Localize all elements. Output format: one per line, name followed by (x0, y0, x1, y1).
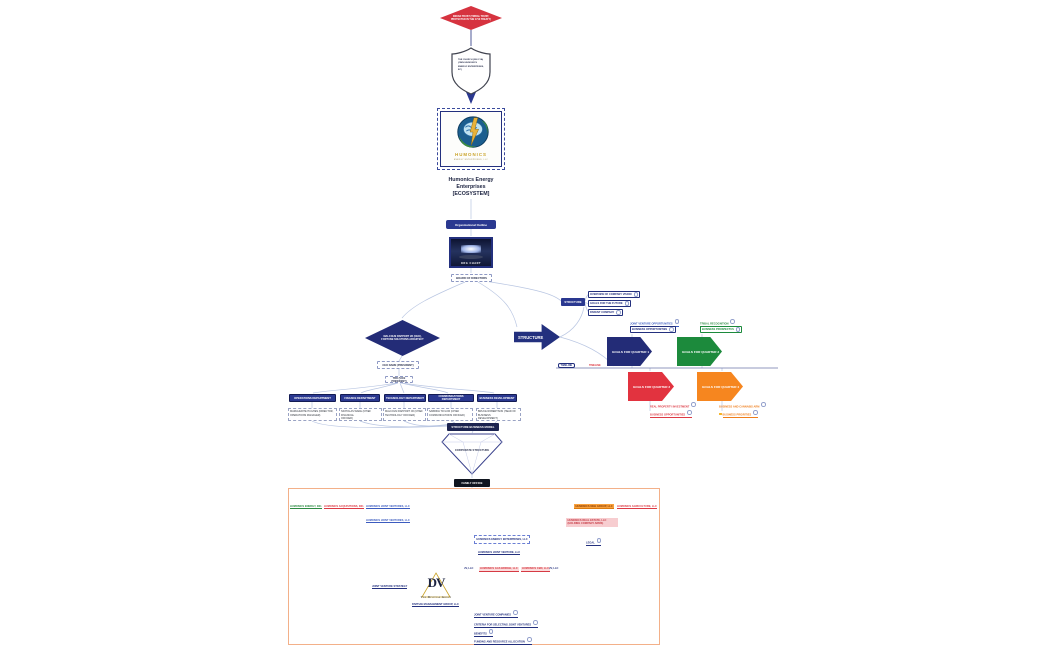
person-technology[interactable]: MALCOLM RAPPORT JR (CHIEF TECHNOLOGY OFF… (383, 408, 426, 421)
person-business-development[interactable]: BRUCE ROBERTSON (HEAD OF BUSINESS DEVELO… (476, 408, 521, 421)
q4-item-cannabis-arm[interactable]: BUSINESS AND CANNABIS ARM (719, 402, 766, 409)
shield-icon (451, 47, 491, 95)
jv-list-criteria[interactable]: CRITERIA FOR SELECTING JOINT VENTURES (474, 620, 538, 628)
corporate-structure-label[interactable]: CORPORATE STRUCTURE (454, 449, 490, 452)
timeline-label-secondary: TIMELINE (589, 363, 601, 367)
q4-item-business-priorities-row[interactable]: BUSINESS PRIORITIES (719, 410, 758, 418)
entity-humonics-mge-group[interactable]: HUMONICS MGE GROUP, LLC (574, 504, 615, 510)
church-shield-node[interactable]: THE CHURCH (508 C1A) (OMNI HUMONICS ENER… (450, 46, 492, 96)
organizational-outline-button[interactable]: Organizational Outline (446, 220, 496, 229)
structure-sub-node[interactable]: STRUCTURE (561, 298, 585, 306)
divitiae-monogram: DV (427, 575, 446, 590)
divitiae-name: The Divitiae Group (420, 595, 452, 599)
joint-venture-strategy-node[interactable]: JOINT VENTURE STRATEGY (372, 585, 408, 590)
dept-business-development[interactable]: BUSINESS DEVELOPMENT (477, 394, 517, 402)
president-node[interactable]: CEO NAME (PRESIDENT) (377, 361, 419, 369)
divitiae-logo[interactable]: DV (420, 572, 452, 598)
divitiae-triangle-icon (421, 572, 451, 598)
q2-item-business-prospectus[interactable]: BUSINESS PROSPECTUS (700, 326, 743, 333)
structure-item-vision[interactable]: OVERVIEW OF COMPANY VISION (588, 291, 641, 298)
jv-list-funding[interactable]: FUNDING AND RESOURCE ALLOCATION (474, 637, 532, 645)
humonics-logo-frame[interactable]: HUMONICS ENERGY ENTERPRISES, LLC (437, 108, 505, 170)
boardroom-window (461, 245, 481, 253)
jv-list-benefits[interactable]: BENEFITS (474, 629, 494, 637)
vice-president-node[interactable]: TBD (VICE PRESIDENT) (385, 376, 413, 383)
entity-humonics-energy-inc[interactable]: HUMONICS ENERGY, INC. (290, 505, 323, 510)
timeline-label-primary: TIMELINE (558, 363, 575, 369)
entity-humonics-agriculture[interactable]: HUMONICS AGRICULTURE, LLC (617, 505, 657, 510)
gem-icon (441, 433, 503, 475)
structure-item-parent[interactable]: PARENT COMPANY (588, 309, 623, 316)
shield-label: THE CHURCH (508 C1A) (OMNI HUMONICS ENER… (458, 59, 484, 71)
org-chart-caption: ORG CHART (460, 262, 482, 265)
org-chart-image-node[interactable]: ORG CHART (449, 237, 493, 268)
q3-item-real-property[interactable]: REAL PROPERTY INVESTMENT (650, 402, 696, 409)
q3-item-business-opportunities[interactable]: BUSINESS OPPORTUNITIES (650, 410, 692, 418)
entity-jv-llc-a[interactable]: JV, LLC (464, 567, 474, 570)
structure-business-model-node[interactable]: STRUCTURE BUSINESS MODEL (447, 423, 499, 431)
entity-legal[interactable]: LEGAL (586, 538, 602, 546)
family-office-node[interactable]: FAMILY OFFICE (454, 479, 490, 487)
bullet-icon (719, 412, 722, 416)
entity-divitiae-management-group[interactable]: DIVITIAE MANAGEMENT GROUP, LLC (412, 603, 459, 608)
boardroom-table (459, 255, 483, 259)
entity-humonics-real-estate[interactable]: HUMONICS REAL ESTATE, LLC (HOLDING COMPA… (566, 518, 618, 527)
entity-humonics-cbd[interactable]: HUMONICS CBD, LLC (521, 566, 550, 572)
entity-jv-llc-b[interactable]: JV, LLC (549, 567, 559, 570)
person-finance[interactable]: NICHOLAS WADE (CHIEF FINANCIAL OFFICER) (339, 408, 382, 421)
person-operations[interactable]: MARGUERITE HUGHES (DIRECTOR, OPERATIONS … (288, 408, 337, 421)
person-communications[interactable]: SABRINA TAYLOR (CHIEF COMMUNICATIONS OFF… (427, 408, 473, 421)
entity-humonics-joint-ventures-a[interactable]: HUMONICS JOINT VENTURES, LLC (366, 505, 410, 510)
entity-humonics-joint-ventures-b[interactable]: HUMONICS JOINT VENTURES, LLC (366, 519, 410, 524)
dept-technology[interactable]: TECHNOLOGY DEPARTMENT (384, 394, 426, 402)
ecosystem-panel (288, 488, 660, 645)
entity-humonics-energy-enterprises[interactable]: HUMONICS ENERGY ENTERPRISES, LLC (474, 535, 530, 544)
entity-humonics-joint-venture[interactable]: HUMONICS JOINT VENTURE, LLC (478, 551, 521, 556)
globe-brain-logo-icon (457, 116, 489, 148)
dept-finance[interactable]: FINANCE DEPARTMENT (340, 394, 380, 402)
q1-item-business-opportunities[interactable]: BUSINESS OPPORTUNITIES (630, 326, 676, 333)
entity-humonics-acquisitions[interactable]: HUMONICS ACQUISITIONS, INC. (324, 505, 365, 510)
board-of-directors-node[interactable]: BOARD OF DIRECTORS (451, 274, 492, 282)
dept-operations[interactable]: OPERATIONS DEPARTMENT (289, 394, 336, 402)
logo-tagline-text: ENERGY ENTERPRISES, LLC (453, 159, 489, 161)
logo-brand-text: HUMONICS (455, 152, 487, 157)
dept-communications[interactable]: COMMUNICATIONS DEPARTMENT (428, 394, 474, 402)
entity-humonics-gas-bridge[interactable]: HUMONICS GAS BRIDGE, LLC (479, 566, 519, 572)
q4-item-business-priorities[interactable]: BUSINESS PRIORITIES (722, 410, 758, 418)
structure-item-goals[interactable]: GOALS FOR THE FUTURE (588, 300, 632, 307)
jv-list-companies[interactable]: JOINT VENTURE COMPANIES (474, 610, 518, 618)
ecosystem-title: Humonics Energy Enterprises [ECOSYSTEM] (448, 177, 494, 197)
